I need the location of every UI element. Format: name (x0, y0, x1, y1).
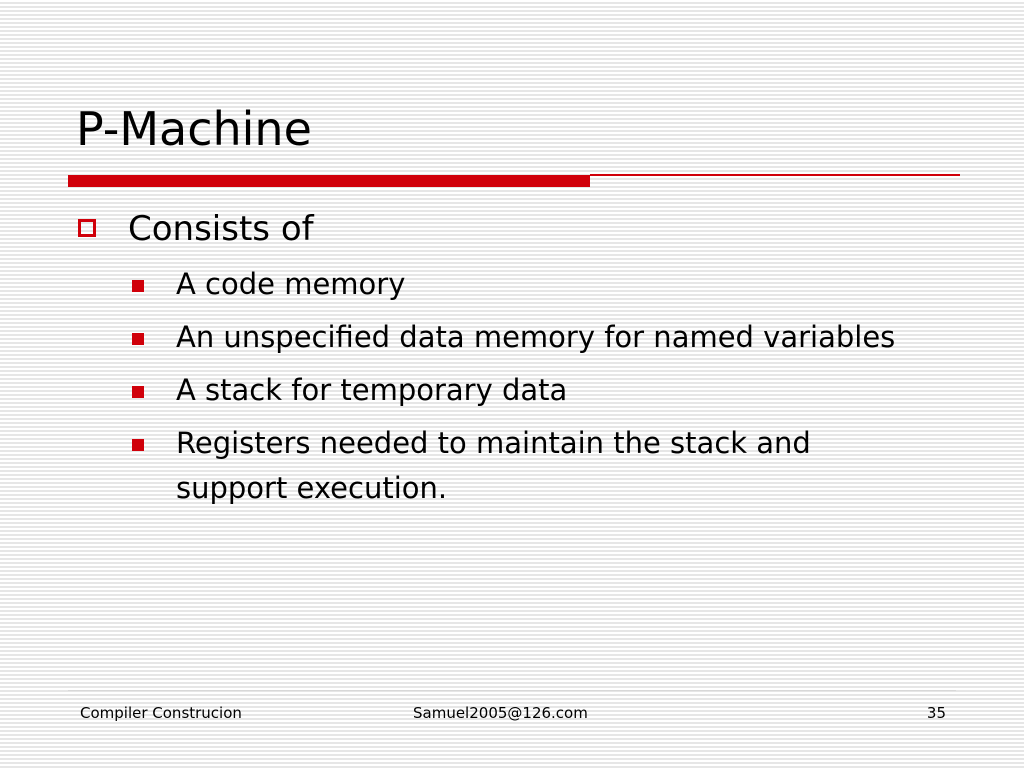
hollow-square-bullet-icon (78, 219, 96, 237)
sub-bullet-text: A stack for temporary data (176, 373, 568, 407)
filled-square-bullet-icon (132, 439, 144, 451)
sub-bullet-text: An unspecified data memory for named var… (176, 320, 896, 354)
filled-square-bullet-icon (132, 386, 144, 398)
sub-bullet-item: A stack for temporary data (128, 368, 928, 413)
filled-square-bullet-icon (132, 333, 144, 345)
sub-bullet-text: A code memory (176, 267, 406, 301)
sub-bullet-item: A code memory (128, 262, 928, 307)
title-underline-rule (590, 174, 960, 176)
footer-page-number: 35 (926, 704, 946, 722)
bullet-level1: Consists of (128, 209, 314, 249)
title-underline-bar (68, 175, 590, 187)
slide-title: P-Machine (76, 102, 312, 156)
sub-bullet-item: Registers needed to maintain the stack a… (128, 421, 928, 511)
sub-bullet-list: A code memory An unspecified data memory… (128, 262, 928, 519)
footer-divider (68, 690, 956, 691)
footer-course-name: Compiler Construcion (80, 704, 242, 722)
filled-square-bullet-icon (132, 280, 144, 292)
sub-bullet-text: Registers needed to maintain the stack a… (176, 426, 811, 505)
sub-bullet-item: An unspecified data memory for named var… (128, 315, 928, 360)
footer-email: Samuel2005@126.com (413, 704, 588, 722)
